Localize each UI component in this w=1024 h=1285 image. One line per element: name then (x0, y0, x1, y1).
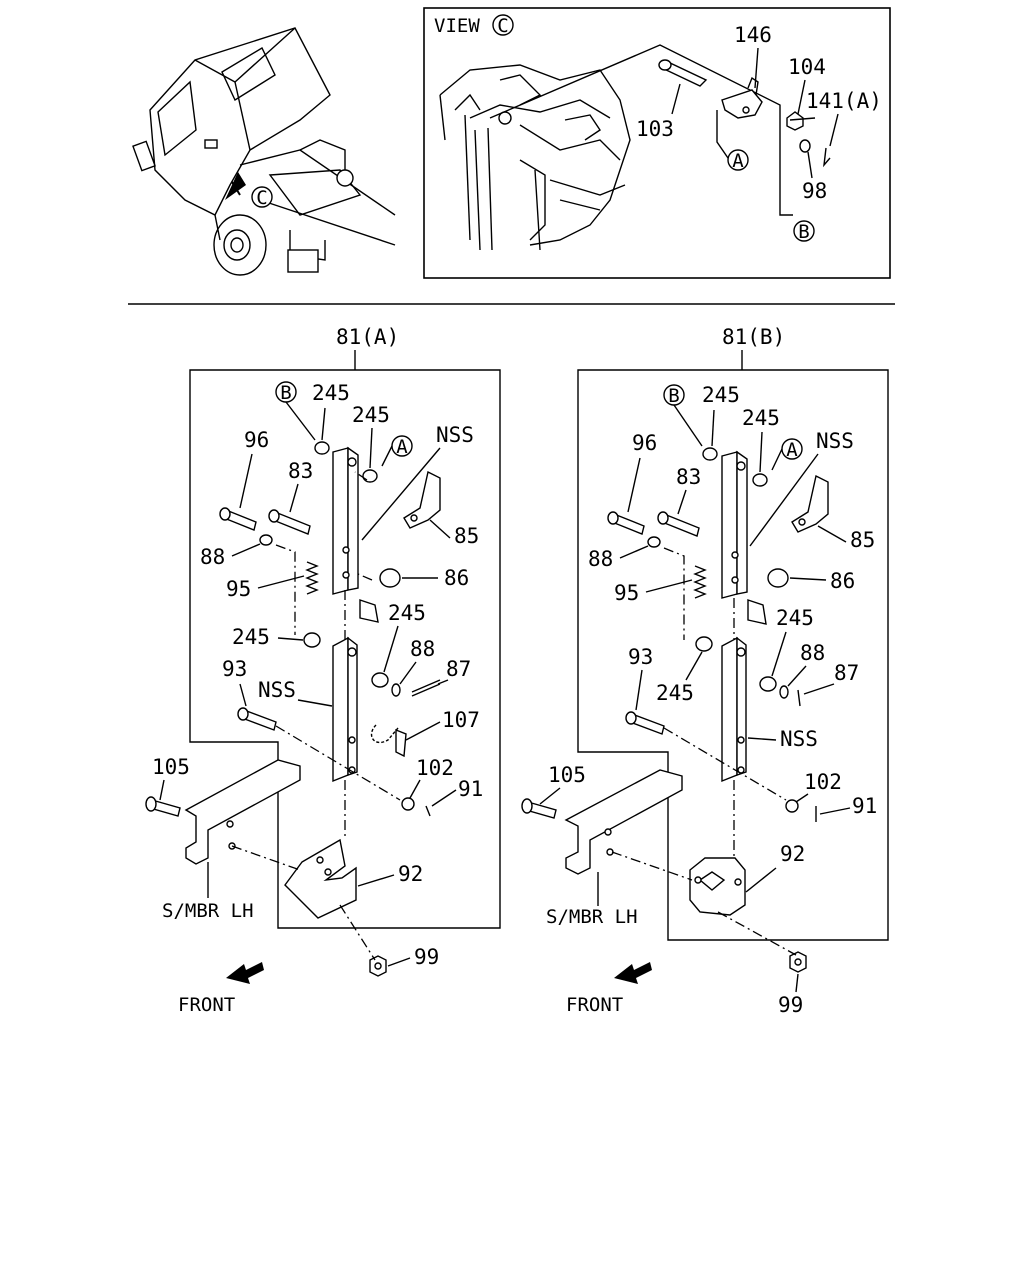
panel-a-callout-83: 83 (288, 459, 313, 483)
view-title-marker (492, 14, 514, 36)
ref-a-label: A (732, 150, 744, 172)
callout-98: 98 (802, 179, 827, 203)
panel-b-callout-91: 91 (852, 794, 877, 818)
panel-b-callout-245-3: 245 (656, 681, 694, 705)
panel-81a: 81(A) (145, 325, 501, 1016)
panel-a-callout-86: 86 (444, 566, 469, 590)
panel-b-callout-95: 95 (614, 581, 639, 605)
panel-a-callout-smbr: S/MBR LH (162, 900, 254, 922)
view-c-marker (251, 186, 273, 208)
panel-b-callout-245-2: 245 (742, 406, 780, 430)
panel-b-ref-a-label: A (786, 439, 798, 461)
panel-a-ref-a-label: A (396, 436, 408, 458)
panel-a-callout-99: 99 (414, 945, 439, 969)
panel-b-callout-245-1: 245 (702, 383, 740, 407)
panel-b-callout-85: 85 (850, 528, 875, 552)
panel-b-callout-87: 87 (834, 661, 859, 685)
callout-104: 104 (788, 55, 826, 79)
panel-a-front-arrow-icon (226, 962, 264, 984)
view-title-marker-label: C (497, 15, 508, 37)
truck-overview-illustration: C (132, 27, 396, 276)
panel-b-callout-nss-mid: NSS (780, 727, 818, 751)
ref-b-label: B (798, 221, 809, 243)
panel-b-callout-88-1: 88 (588, 547, 613, 571)
panel-a-callout-245-4: 245 (388, 601, 426, 625)
panel-a-callout-85: 85 (454, 524, 479, 548)
panel-a-callout-92: 92 (398, 862, 423, 886)
panel-a-frame (189, 369, 501, 929)
panel-b-callout-102: 102 (804, 770, 842, 794)
panel-a-callout-nss-mid: NSS (258, 678, 296, 702)
panel-b-title: 81(B) (722, 325, 785, 349)
panel-a-callout-93: 93 (222, 657, 247, 681)
panel-b-callout-nss-top: NSS (816, 429, 854, 453)
panel-b-callout-88-2: 88 (800, 641, 825, 665)
panel-b-callout-105: 105 (548, 763, 586, 787)
panel-b-callout-86: 86 (830, 569, 855, 593)
panel-a-callout-88-2: 88 (410, 637, 435, 661)
callout-103: 103 (636, 117, 674, 141)
panel-b-callout-93: 93 (628, 645, 653, 669)
panel-a-callout-91: 91 (458, 777, 483, 801)
panel-b-callout-83: 83 (676, 465, 701, 489)
panel-b-ref-b-label: B (668, 385, 679, 407)
panel-a-callout-245-3: 245 (232, 625, 270, 649)
engine-bay-sketch (439, 64, 631, 251)
panel-b-front-arrow-icon (614, 962, 652, 984)
panel-a-callout-102: 102 (416, 756, 454, 780)
latch-assembly (489, 44, 831, 216)
panel-a-callout-245-1: 245 (312, 381, 350, 405)
panel-b-callout-92: 92 (780, 842, 805, 866)
view-c-marker-label: C (256, 187, 267, 209)
view-c-frame (423, 7, 891, 279)
panel-a-callout-88-1: 88 (200, 545, 225, 569)
ref-a-marker (727, 149, 749, 171)
panel-81b: 81(B) (521, 325, 889, 1017)
panel-b-callout-smbr: S/MBR LH (546, 906, 638, 928)
panel-a-callout-96: 96 (244, 428, 269, 452)
callout-146: 146 (734, 23, 772, 47)
panel-a-callout-nss-top: NSS (436, 423, 474, 447)
panel-a-callout-105: 105 (152, 755, 190, 779)
panel-a-callout-87: 87 (446, 657, 471, 681)
panel-a-callout-245-2: 245 (352, 403, 390, 427)
panel-b-callout-245-4: 245 (776, 606, 814, 630)
panel-a-title: 81(A) (336, 325, 399, 349)
panel-a-front-label: FRONT (178, 994, 235, 1016)
panel-a-callout-95: 95 (226, 577, 251, 601)
callout-141a: 141(A) (806, 89, 882, 113)
view-c-panel: VIEW C (423, 7, 891, 279)
panel-a-callout-107: 107 (442, 708, 480, 732)
view-title: VIEW (434, 15, 480, 37)
panel-a-ref-b-label: B (280, 382, 291, 404)
panel-b-frame (577, 369, 889, 941)
panel-b-callout-99: 99 (778, 993, 803, 1017)
panel-b-front-label: FRONT (566, 994, 623, 1016)
ref-b-marker (793, 220, 815, 242)
panel-b-callout-96: 96 (632, 431, 657, 455)
